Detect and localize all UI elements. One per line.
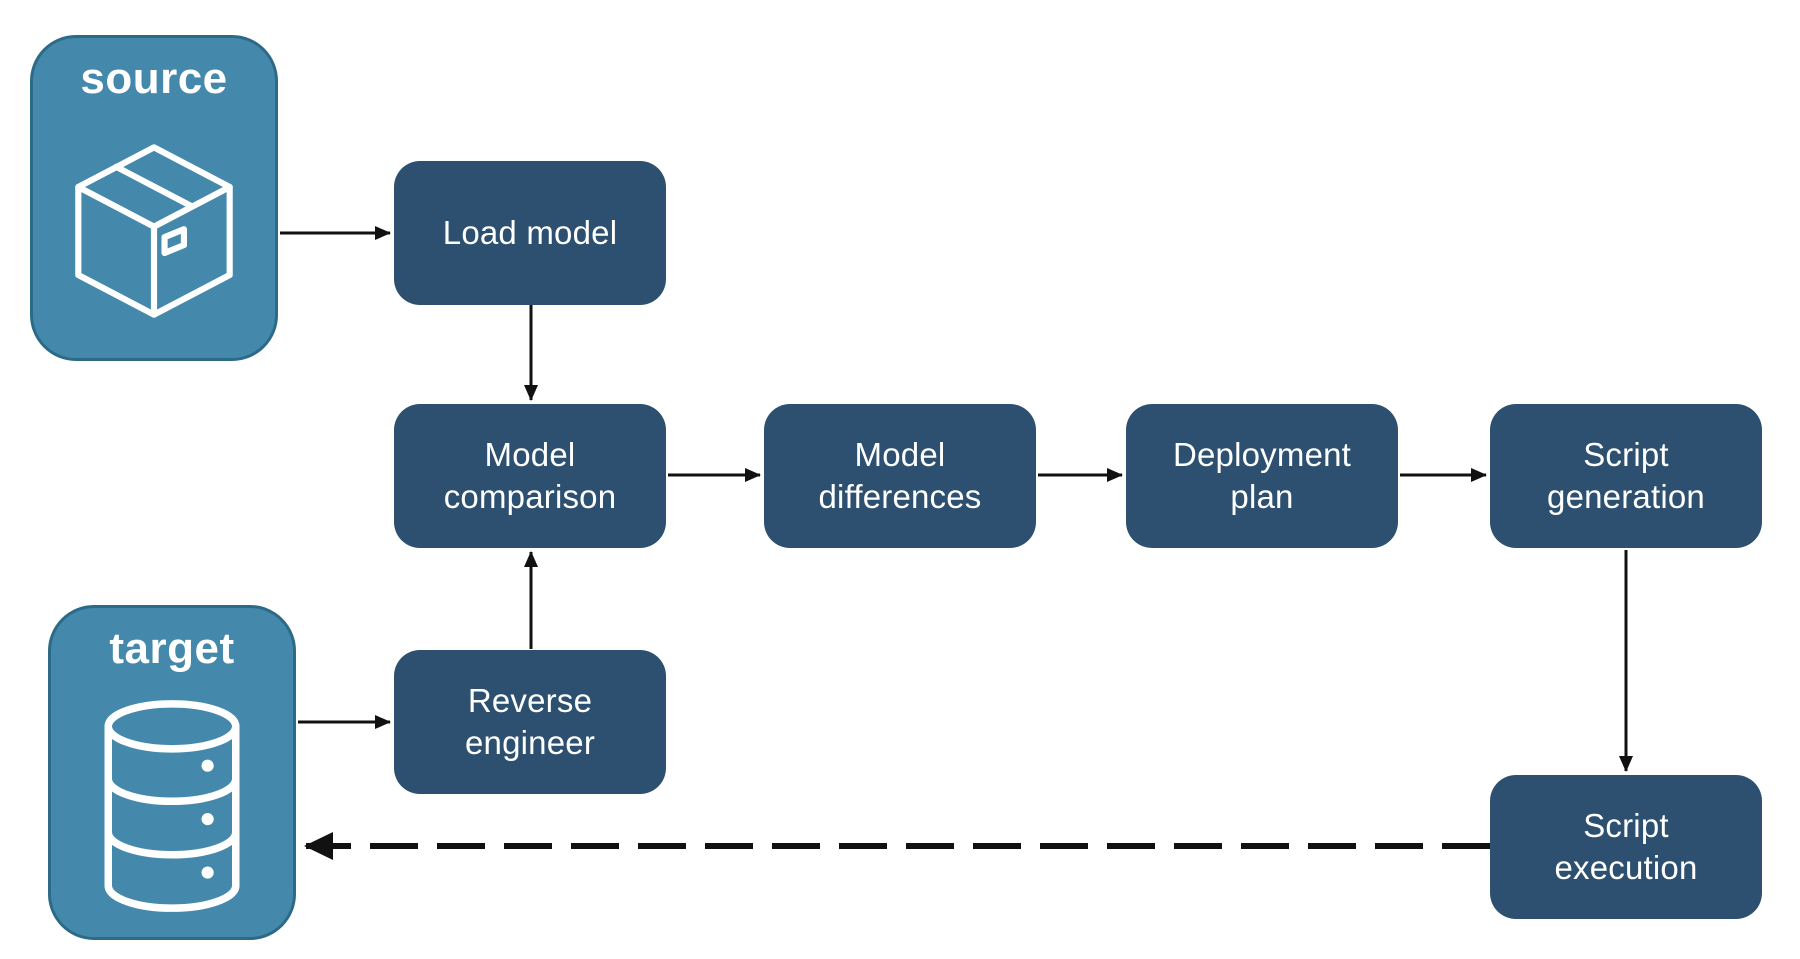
node-load-model: Load model	[394, 161, 666, 305]
target-label: target	[109, 624, 235, 673]
node-script-generation: Script generation	[1490, 404, 1762, 548]
node-reverse-engineer: Reverse engineer	[394, 650, 666, 794]
node-model-comparison: Model comparison	[394, 404, 666, 548]
node-model-differences: Model differences	[764, 404, 1036, 548]
node-deployment-plan: Deployment plan	[1126, 404, 1398, 548]
node-script-execution: Script execution	[1490, 775, 1762, 919]
database-icon	[51, 674, 293, 937]
source-label: source	[80, 54, 228, 103]
endpoint-target: target	[48, 605, 296, 940]
endpoint-source: source	[30, 35, 278, 361]
package-icon	[33, 104, 275, 358]
